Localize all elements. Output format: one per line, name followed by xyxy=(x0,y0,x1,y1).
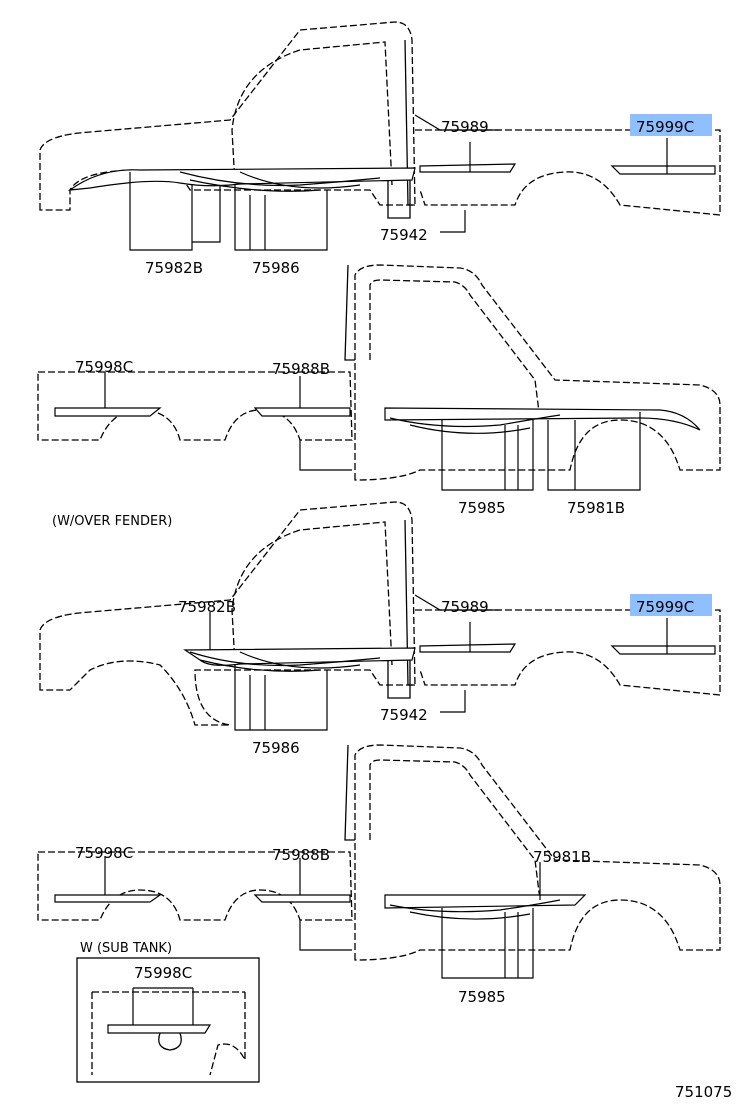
view-2-truck-right xyxy=(37,264,721,491)
part-label[interactable]: 75982B xyxy=(178,598,236,616)
part-label[interactable]: 75988B xyxy=(272,360,330,378)
section-heading: (W/OVER FENDER) xyxy=(52,514,172,529)
part-highlight xyxy=(630,114,712,136)
part-label[interactable]: 75981B xyxy=(533,848,591,866)
figure-code: 751075 xyxy=(675,1083,732,1101)
part-label[interactable]: 75981B xyxy=(567,499,625,517)
part-label[interactable]: 75982B xyxy=(145,259,203,277)
part-label[interactable]: 75942 xyxy=(380,706,428,724)
view-4-truck-right xyxy=(37,744,721,979)
part-label[interactable]: 75986 xyxy=(252,739,300,757)
view-3-truck-left xyxy=(39,501,721,731)
part-label[interactable]: 75998C xyxy=(75,358,133,376)
view-1-truck-left xyxy=(39,21,721,251)
part-label[interactable]: 75942 xyxy=(380,226,428,244)
inset-frame xyxy=(76,957,260,1083)
part-label-highlighted[interactable]: 75999C xyxy=(636,598,694,616)
part-label[interactable]: 75988B xyxy=(272,846,330,864)
part-label[interactable]: 75986 xyxy=(252,259,300,277)
part-label[interactable]: 75998C xyxy=(134,964,192,982)
part-label[interactable]: 75998C xyxy=(75,844,133,862)
part-label[interactable]: 75989 xyxy=(441,598,489,616)
inset-title: W (SUB TANK) xyxy=(80,941,172,956)
part-label-highlighted[interactable]: 75999C xyxy=(636,118,694,136)
inset-sub-tank xyxy=(76,957,260,1083)
part-label[interactable]: 75985 xyxy=(458,988,506,1006)
part-label[interactable]: 75985 xyxy=(458,499,506,517)
part-label[interactable]: 75989 xyxy=(441,118,489,136)
part-highlight xyxy=(630,594,712,616)
